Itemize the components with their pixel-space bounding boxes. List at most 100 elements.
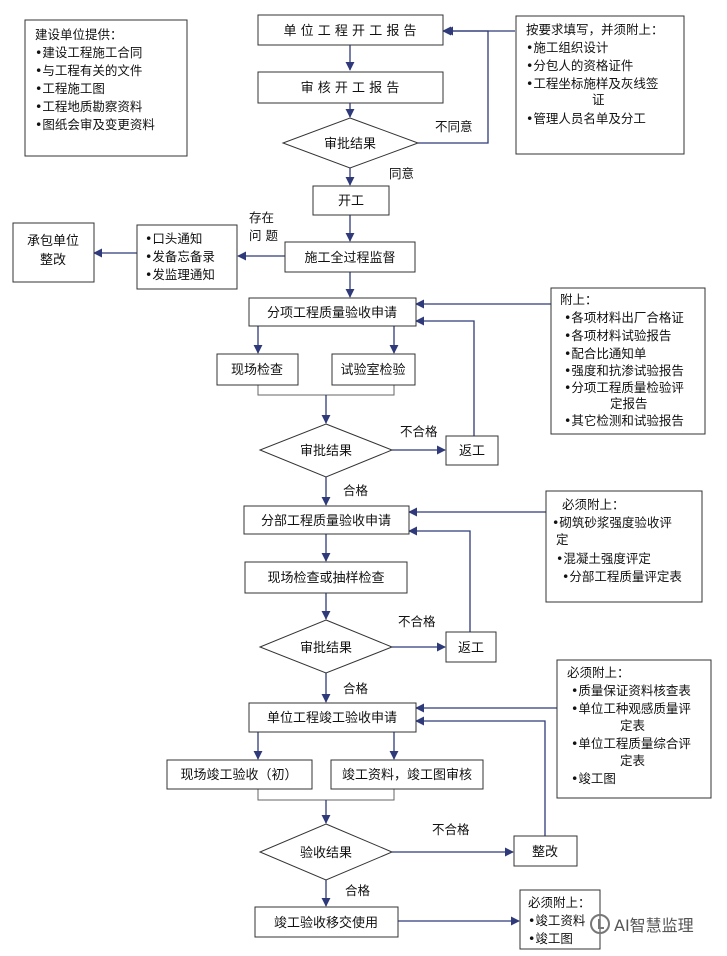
handover-attach-item-2: •竣工图 [528, 931, 573, 946]
item-attach-item-4: •强度和抗渗试验报告 [564, 363, 684, 378]
completion-docs-review-box [330, 759, 484, 790]
item-quality-apply-box [248, 297, 417, 327]
unit-attach-item-3-cont: 定表 [620, 753, 646, 768]
fill-attach-item-4: •管理人员名单及分工 [526, 111, 646, 126]
acceptance-diamond [258, 823, 394, 881]
handover-attach-item-1: •竣工资料 [528, 913, 586, 928]
handover-label: 竣工验收移交使用 [274, 915, 378, 931]
acceptance-label: 验收结果 [300, 845, 352, 861]
watermark: AI智慧监理 [590, 912, 710, 936]
rework-2-box [445, 631, 497, 663]
watermark-text: AI智慧监理 [614, 916, 694, 935]
fill-attach-item-3-cont: 证 [592, 92, 605, 107]
part-attach-note [545, 490, 703, 603]
rectify-box [513, 835, 578, 867]
edge-rework2-loop [408, 526, 471, 632]
site-check-label: 现场检查 [231, 363, 283, 378]
owner-provides-note [24, 19, 188, 157]
site-or-sampling-label: 现场检查或抽样检查 [267, 571, 384, 586]
approval-2-label: 审批结果 [300, 444, 352, 459]
owner-provides-item-1: •建设工程施工合同 [35, 45, 142, 60]
supervision-label: 施工全过程监督 [304, 250, 395, 266]
review-start-report-box [257, 71, 444, 104]
part-attach-title: 必须附上： [562, 497, 625, 512]
unit-attach-item-2: •单位工种观感质量评 [571, 701, 691, 716]
owner-provides-item-2: •与工程有关的文件 [35, 63, 142, 78]
unit-attach-note [556, 659, 712, 799]
notice-item-2: •发备忘备录 [145, 249, 215, 264]
site-or-sampling-box [244, 561, 408, 594]
unit-attach-item-1: •质量保证资料核查表 [571, 683, 691, 698]
item-attach-item-6: •其它检测和试验报告 [564, 413, 684, 428]
handover-attach-title: 必须附上： [528, 895, 591, 910]
edge-merge-1 [257, 385, 395, 396]
item-attach-item-3: •配合比通知单 [564, 346, 646, 361]
part-quality-apply-label: 分部工程质量验收申请 [261, 513, 391, 529]
part-quality-apply-box [243, 505, 410, 535]
part-attach-item-1-cont: 定 [556, 532, 569, 547]
approval-1-diamond [281, 117, 420, 169]
handover-box [254, 906, 399, 938]
label-fail-3: 不合格 [432, 822, 470, 837]
unit-completion-apply-label: 单位工程竣工验收申请 [267, 710, 397, 726]
contractor-fix-box [12, 222, 95, 283]
unit-completion-apply-box [248, 702, 417, 733]
rework-1-box [445, 435, 499, 466]
edge-merge-2 [257, 789, 395, 801]
rectify-label: 整改 [532, 845, 558, 860]
edge-rectify-loop [415, 716, 546, 836]
commence-box [312, 185, 390, 216]
fill-attach-item-2: •分包人的资格证件 [526, 58, 633, 73]
label-problem-1: 存在 [249, 210, 274, 225]
label-fail-1: 不合格 [400, 424, 438, 439]
lab-test-box [331, 353, 416, 386]
notice-item-1: •口头通知 [145, 231, 202, 246]
unit-start-report-box [257, 14, 444, 46]
part-attach-item-1: •砌筑砂浆强度验收评 [552, 515, 672, 530]
owner-provides-item-4: •工程地质勘察资料 [35, 99, 143, 114]
part-attach-item-2: •混凝土强度评定 [556, 551, 651, 566]
fill-attach-title: 按要求填写，并须附上： [526, 22, 664, 37]
lab-test-label: 试验室检验 [340, 362, 405, 378]
notice-item-3: •发监理通知 [145, 267, 215, 282]
approval-2-diamond [258, 423, 394, 478]
unit-start-report-label: 单 位 工 程 开 工 报 告 [284, 24, 417, 39]
fill-attach-item-3: •工程坐标施样及灰线签 [526, 76, 659, 91]
owner-provides-item-5: •图纸会审及变更资料 [35, 117, 155, 132]
label-disagree: 不同意 [435, 119, 473, 134]
owner-provides-title: 建设单位提供： [35, 27, 123, 42]
wechat-logo-icon [590, 914, 610, 934]
site-completion-check-label: 现场竣工验收（初） [180, 767, 297, 783]
unit-attach-item-3: •单位工程质量综合评 [571, 736, 691, 751]
fill-attach-note [515, 15, 685, 155]
item-attach-note [550, 287, 706, 435]
fill-attach-item-1: •施工组织设计 [526, 40, 608, 55]
label-agree: 同意 [389, 166, 414, 181]
item-attach-title: 附上： [560, 292, 598, 307]
item-attach-item-1: •各项材料出厂合格证 [564, 310, 684, 325]
contractor-fix-line-2: 整改 [40, 253, 66, 268]
notices-box [136, 224, 238, 290]
approval-3-label: 审批结果 [300, 641, 352, 656]
label-pass-2: 合格 [343, 681, 369, 696]
item-attach-item-5: •分项工程质量检验评 [564, 380, 684, 395]
item-quality-apply-label: 分项工程质量验收申请 [267, 305, 397, 321]
unit-attach-item-4: •竣工图 [571, 771, 616, 786]
unit-attach-item-2-cont: 定表 [620, 718, 646, 733]
contractor-fix-line-1: 承包单位 [27, 234, 79, 249]
item-attach-item-5-cont: 定报告 [610, 396, 648, 411]
part-attach-item-3: •分部工程质量评定表 [562, 569, 682, 584]
label-pass-1: 合格 [343, 483, 369, 498]
label-problem-2: 问 题 [249, 228, 278, 243]
approval-3-diamond [258, 619, 394, 674]
label-fail-2: 不合格 [398, 614, 436, 629]
approval-1-label: 审批结果 [324, 137, 376, 152]
edge-rework1-loop [415, 316, 475, 436]
item-attach-item-2: •各项材料试验报告 [564, 328, 671, 343]
site-check-box [216, 353, 299, 386]
connectors [93, 26, 557, 926]
review-start-report-label: 审 核 开 工 报 告 [301, 81, 400, 96]
completion-docs-review-label: 竣工资料，竣工图审核 [342, 768, 472, 783]
unit-attach-title: 必须附上： [567, 665, 630, 680]
